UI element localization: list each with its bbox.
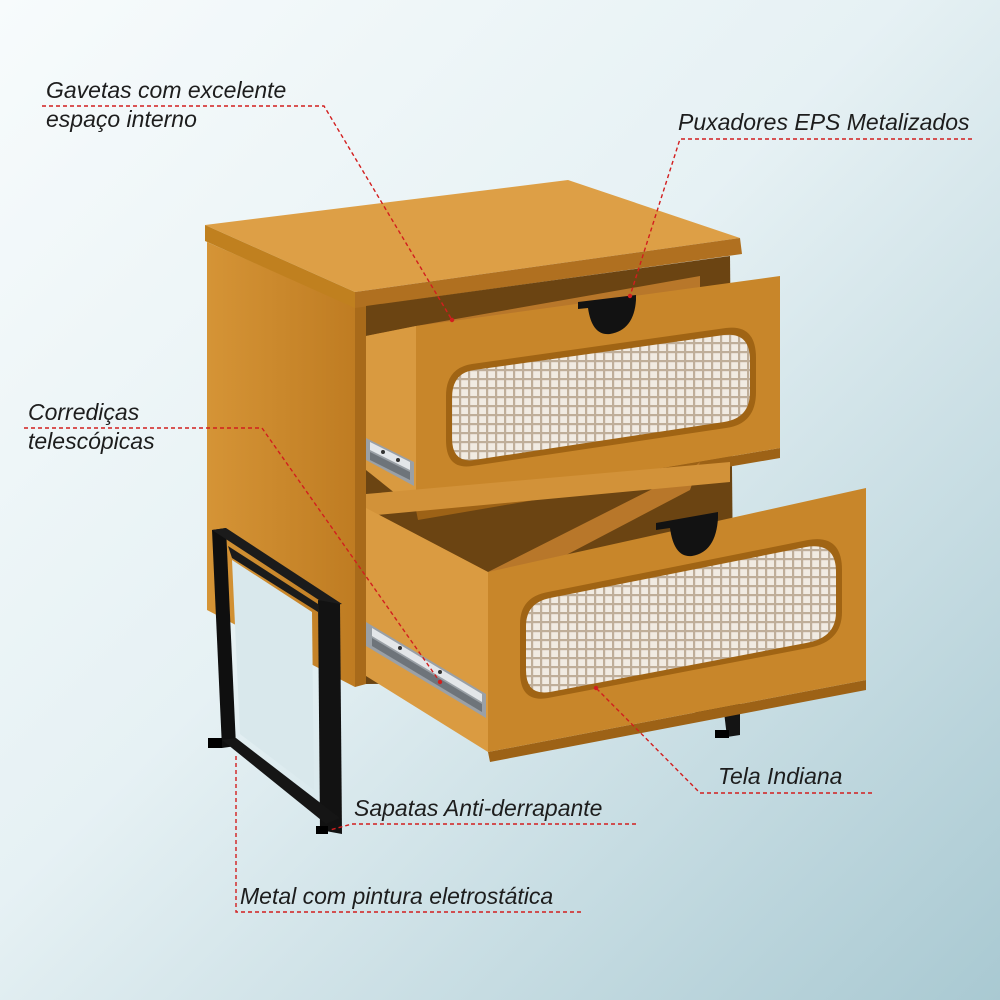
cabinet-front-edge [355,303,366,687]
callout-lines [24,105,972,913]
rattan-cane-panel-icon [446,327,756,467]
cabinet-top [205,180,740,292]
cabinet-top-right-edge [355,238,742,308]
callout-label-tela: Tela Indiana [718,762,842,791]
callout-line-corredicas [24,427,441,683]
drawer-pull-icon [656,512,718,557]
callout-sapatas-line1: Sapatas Anti-derrapante [354,795,603,821]
telescopic-slide-icon [366,622,486,718]
cabinet-top-front-edge [205,225,355,308]
callout-line-tela [595,687,872,794]
callout-label-gavetas: Gavetas com excelente espaço interno [46,76,286,134]
callout-label-sapatas: Sapatas Anti-derrapante [354,794,602,823]
lower-drawer [366,462,866,762]
callout-gavetas-line2: espaço interno [46,106,197,132]
callout-corredicas-line1: Corrediças [28,399,140,425]
callout-corredicas-line2: telescópicas [28,428,155,454]
callout-dots [437,293,633,691]
callout-label-metal: Metal com pintura eletrostática [240,882,553,911]
callout-line-metal [235,756,584,913]
callout-gavetas-line1: Gavetas com excelente [46,77,287,103]
drawer-pull-icon [578,295,636,335]
metal-leg-frame-icon [208,528,342,834]
callout-label-corredicas: Corrediças telescópicas [28,398,155,456]
callout-line-sapatas [329,823,636,831]
callout-line-puxadores [629,138,972,297]
callout-tela-line1: Tela Indiana [718,763,843,789]
callout-label-puxadores: Puxadores EPS Metalizados [678,108,970,137]
rattan-cane-panel-icon [520,539,842,699]
callout-puxadores-line1: Puxadores EPS Metalizados [678,109,970,135]
callout-line-gavetas [42,105,453,321]
telescopic-slide-icon [366,438,414,486]
callout-metal-line1: Metal com pintura eletrostática [240,883,554,909]
